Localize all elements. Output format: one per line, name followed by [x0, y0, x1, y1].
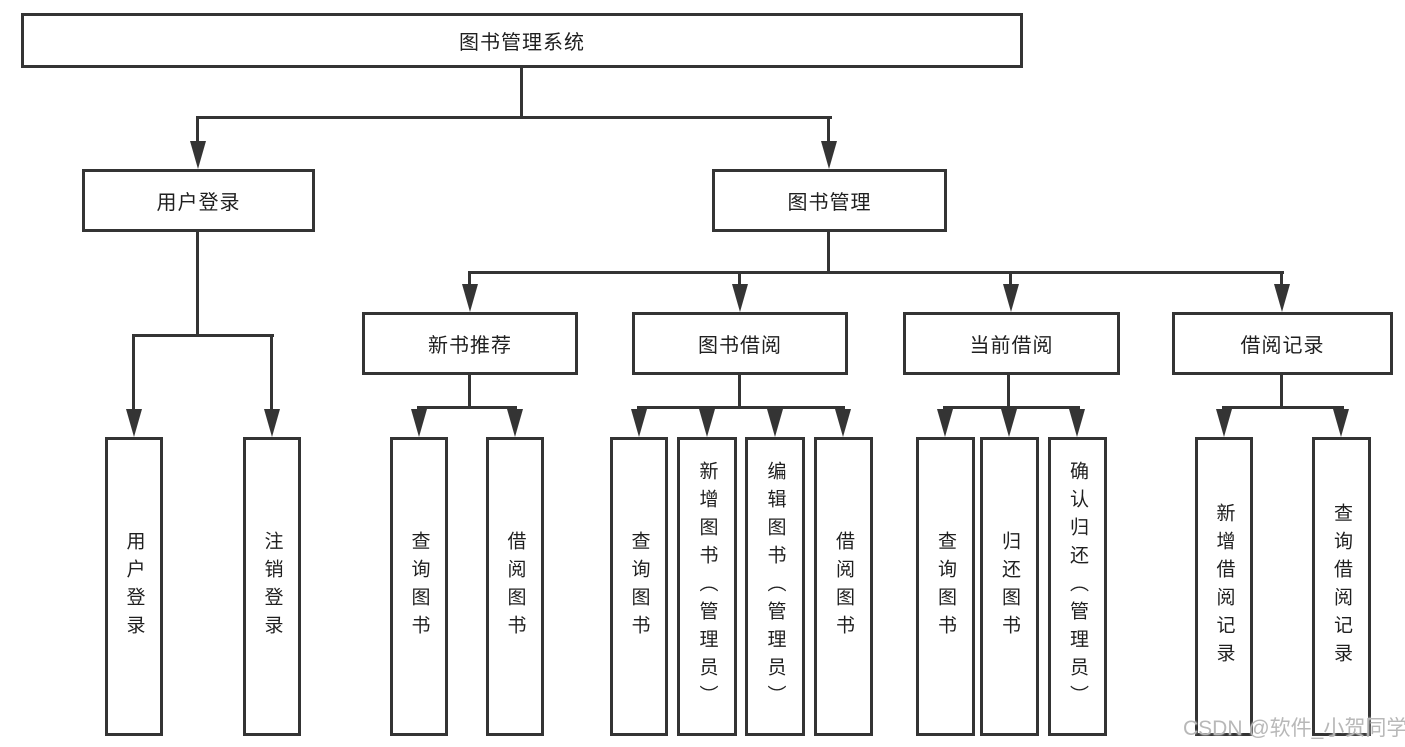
arrowhead-down-icon	[937, 409, 953, 437]
node-label: 图书管理	[787, 192, 872, 214]
leaf-query-borrow-record: 查询借阅记录	[1312, 437, 1371, 736]
arrowhead-down-icon	[462, 284, 478, 312]
leaf-label: 查询图书	[408, 530, 430, 643]
arrowhead-down-icon	[411, 409, 427, 437]
node-label: 用户登录	[156, 192, 241, 214]
leaf-label: 新增借阅记录	[1213, 502, 1235, 671]
leaf-label: 查询图书	[935, 530, 956, 643]
node-new-book-recommend: 新书推荐	[362, 312, 578, 375]
leaf-borrow-books: 借阅图书	[486, 437, 544, 736]
node-label: 借阅记录	[1240, 335, 1325, 357]
node-label: 当前借阅	[969, 335, 1054, 357]
connector-drop	[468, 272, 471, 286]
node-current-borrowing: 当前借阅	[903, 312, 1120, 375]
leaf-label: 查询图书	[628, 530, 650, 643]
arrowhead-down-icon	[699, 409, 715, 437]
connector-book-mgmt-stem	[827, 232, 830, 273]
connector-split	[637, 406, 845, 409]
leaf-add-books-admin: 新增图书（管理员）	[677, 437, 737, 736]
arrowhead-down-icon	[835, 409, 851, 437]
connector-root-stem	[520, 67, 523, 117]
arrowhead-down-icon	[507, 409, 523, 437]
leaf-user-login: 用户登录	[105, 437, 163, 736]
leaf-return-books: 归还图书	[980, 437, 1039, 736]
connector-root-split	[196, 116, 832, 119]
node-label: 图书借阅	[698, 335, 782, 357]
node-label: 图书管理系统	[459, 32, 585, 54]
arrowhead-down-icon	[1216, 409, 1232, 437]
arrowhead-down-icon	[732, 284, 748, 312]
leaf-label: 编辑图书（管理员）	[764, 460, 786, 713]
node-book-management: 图书管理	[712, 169, 947, 232]
connector-user-login-split	[132, 334, 274, 337]
leaf-add-borrow-record: 新增借阅记录	[1195, 437, 1253, 736]
leaf-confirm-return-admin: 确认归还（管理员）	[1048, 437, 1107, 736]
connector-split	[943, 406, 1080, 409]
arrowhead-down-icon	[1274, 284, 1290, 312]
node-borrowing-records: 借阅记录	[1172, 312, 1393, 375]
leaf-query-books: 查询图书	[916, 437, 975, 736]
node-label: 新书推荐	[428, 335, 512, 357]
leaf-label: 查询借阅记录	[1331, 502, 1352, 671]
leaf-query-books: 查询图书	[610, 437, 668, 736]
leaf-label: 确认归还（管理员）	[1067, 460, 1088, 713]
arrowhead-down-icon	[821, 141, 837, 169]
arrowhead-down-icon	[1003, 284, 1019, 312]
connector-drop	[270, 334, 273, 411]
node-book-borrowing: 图书借阅	[632, 312, 848, 375]
connector-split	[417, 406, 517, 409]
arrowhead-down-icon	[264, 409, 280, 437]
connector-book-mgmt-split	[468, 271, 1284, 274]
leaf-borrow-books: 借阅图书	[814, 437, 873, 736]
node-root-library-system: 图书管理系统	[21, 13, 1023, 68]
leaf-query-books: 查询图书	[390, 437, 448, 736]
leaf-label: 归还图书	[999, 530, 1020, 643]
arrowhead-down-icon	[1069, 409, 1085, 437]
connector-drop	[132, 334, 135, 411]
leaf-edit-books-admin: 编辑图书（管理员）	[745, 437, 805, 736]
arrowhead-down-icon	[1333, 409, 1349, 437]
arrowhead-down-icon	[767, 409, 783, 437]
arrowhead-down-icon	[631, 409, 647, 437]
connector-drop-book-mgmt	[827, 116, 830, 143]
connector-stem	[738, 374, 741, 408]
leaf-label: 借阅图书	[504, 530, 526, 643]
leaf-label: 新增图书（管理员）	[696, 460, 718, 713]
arrowhead-down-icon	[126, 409, 142, 437]
connector-stem	[468, 374, 471, 408]
csdn-watermark: CSDN @软件_小贺同学	[1183, 717, 1405, 740]
node-user-login: 用户登录	[82, 169, 315, 232]
leaf-label: 用户登录	[123, 530, 145, 643]
arrowhead-down-icon	[190, 141, 206, 169]
connector-stem	[1007, 374, 1010, 408]
leaf-logout: 注销登录	[243, 437, 301, 736]
leaf-label: 注销登录	[261, 530, 283, 643]
leaf-label: 借阅图书	[833, 530, 854, 643]
connector-split	[1222, 406, 1344, 409]
connector-drop	[1009, 272, 1012, 286]
connector-stem	[1280, 374, 1283, 408]
connector-user-login-stem	[196, 232, 199, 336]
connector-drop-user-login	[196, 116, 199, 143]
connector-drop	[738, 272, 741, 286]
arrowhead-down-icon	[1001, 409, 1017, 437]
connector-drop	[1280, 272, 1283, 286]
